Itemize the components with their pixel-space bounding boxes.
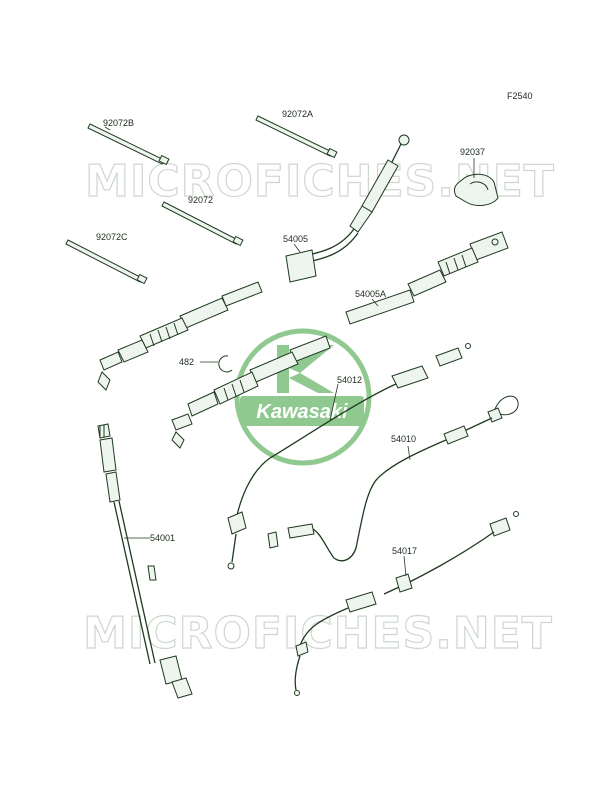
label-92072A: 92072A: [282, 109, 313, 119]
label-482: 482: [179, 357, 194, 367]
label-54017: 54017: [392, 546, 417, 556]
label-54005: 54005: [283, 234, 308, 244]
part-482[interactable]: 482: [179, 355, 233, 373]
figure-code: F2540: [507, 91, 533, 101]
part-92072A[interactable]: 92072A: [255, 109, 338, 159]
label-54005A: 54005A: [355, 289, 386, 299]
part-54010[interactable]: 54010: [267, 395, 519, 562]
label-54001: 54001: [150, 533, 175, 543]
part-54005-cable[interactable]: [97, 281, 263, 391]
part-92037[interactable]: 92037: [453, 147, 499, 206]
watermark-bottom: MICROFICHES.NET: [83, 608, 553, 659]
part-92072[interactable]: 92072: [161, 195, 244, 247]
label-92037: 92037: [460, 147, 485, 157]
label-92072: 92072: [188, 195, 213, 205]
label-92072B: 92072B: [103, 118, 134, 128]
part-54012[interactable]: 54012: [171, 335, 471, 570]
label-54012: 54012: [337, 375, 362, 385]
part-54005A[interactable]: 54005A: [345, 231, 509, 325]
label-54010: 54010: [391, 434, 416, 444]
part-54017[interactable]: 54017: [294, 511, 519, 696]
part-92072B[interactable]: 92072B: [87, 118, 170, 166]
brand-text: Kawasaki: [256, 401, 348, 423]
label-92072C: 92072C: [96, 232, 128, 242]
part-92072C[interactable]: 92072C: [65, 232, 148, 285]
part-54001[interactable]: 54001: [97, 423, 193, 699]
part-54005[interactable]: 54005: [283, 134, 410, 283]
